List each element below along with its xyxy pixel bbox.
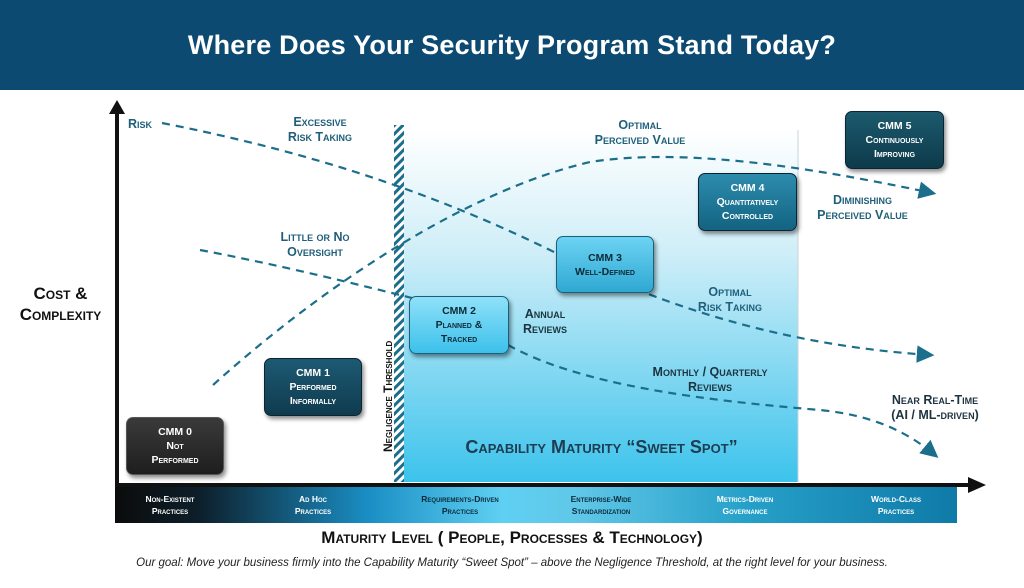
x-axis-label: Maturity Level ( People, Processes & Tec… [321,528,703,547]
stage-label-line2: Practices [294,506,332,516]
cmm5-line2: Continuously [865,134,924,146]
cmm3-box: CMM 3 Well-Defined [556,236,654,293]
cmm1-line1: CMM 1 [296,367,330,379]
cmm0-line3: Performed [151,454,199,466]
near-realtime-line2: (AI / ML-driven) [891,408,979,422]
sweet-spot-label: Capability Maturity “Sweet Spot” [465,437,738,457]
cmm2-line1: CMM 2 [442,305,476,317]
page-title: Where Does Your Security Program Stand T… [187,29,837,60]
optimal-risk-line2: Risk Taking [697,300,763,314]
review-frequency-curve [507,344,939,458]
negligence-threshold-label: Negligence Threshold [381,340,395,452]
cmm0-line2: Not [166,440,184,452]
excessive-risk-line2: Risk Taking [287,130,353,144]
stage-label-line2: Practices [877,506,915,516]
stage-label-line1: World-Class [871,494,921,504]
cmm4-line1: CMM 4 [730,182,765,194]
x-axis-arrowhead [968,477,986,493]
stage-label-line2: Governance [722,506,768,516]
maturity-gradient-band [115,487,957,523]
cmm2-line2: Planned & [435,319,483,331]
annual-reviews-line2: Reviews [522,322,568,336]
y-axis-label-line1: Cost & [33,284,88,303]
monthly-reviews-line2: Reviews [687,380,733,394]
stage-label-line2: Standardization [571,506,631,516]
cmm4-box: CMM 4 Quantitatively Controlled [698,173,797,231]
diminishing-value-line1: Diminishing [832,193,893,207]
y-axis-arrowhead [109,100,125,114]
oversight-curve [199,248,421,302]
title-banner: Where Does Your Security Program Stand T… [0,0,1024,90]
cmm5-box: CMM 5 Continuously Improving [845,111,944,169]
near-realtime-label: Near Real-Time(AI / ML-driven) [870,393,1000,423]
cmm5-line3: Improving [873,148,916,160]
cmm5-line1: CMM 5 [877,120,912,132]
stage-label-line2: Practices [441,506,479,516]
annual-reviews-line1: Annual [524,307,566,321]
near-realtime-line1: Near Real-Time [891,393,979,407]
y-axis-label-line2: Complexity [19,305,102,324]
stage-label-line2: Practices [151,506,189,516]
cmm2-line3: Tracked [440,333,478,345]
risk-label: Risk [128,117,153,131]
optimal-value-line2: Perceived Value [594,133,686,147]
cmm4-line2: Quantitatively [716,196,779,208]
stage-label-line1: Non-Existent [145,494,195,504]
stage-label-line1: Requirements-Driven [421,494,499,504]
optimal-risk-line1: Optimal [708,285,752,299]
diminishing-value-line2: Perceived Value [817,208,908,222]
monthly-reviews-line1: Monthly / Quarterly [652,365,768,379]
footer-goal-text: Our goal: Move your business firmly into… [136,557,888,569]
negligence-threshold-bar [394,125,404,482]
y-axis-label: Cost & Complexity [8,283,113,325]
cmm3-line2: Well-Defined [575,265,635,278]
cmm3-line1: CMM 3 [588,251,622,264]
little-oversight-line1: Little or No [280,230,350,244]
stage-label-line1: Ad Hoc [299,494,327,504]
stage-label-line1: Metrics-Driven [716,494,774,504]
optimal-value-line1: Optimal [618,118,662,132]
cmm1-box: CMM 1 Performed Informally [264,358,362,416]
little-oversight-line2: Oversight [287,245,343,259]
excessive-risk-line1: Excessive [293,115,347,129]
cmm2-box: CMM 2 Planned & Tracked [409,296,509,354]
cmm4-line3: Controlled [721,210,774,222]
stage-label-line1: Enterprise-Wide [570,494,632,504]
cmm0-box: CMM 0 Not Performed [126,417,224,475]
cmm1-line3: Informally [289,395,337,407]
cmm0-line1: CMM 0 [158,426,192,438]
cmm1-line2: Performed [289,381,337,393]
